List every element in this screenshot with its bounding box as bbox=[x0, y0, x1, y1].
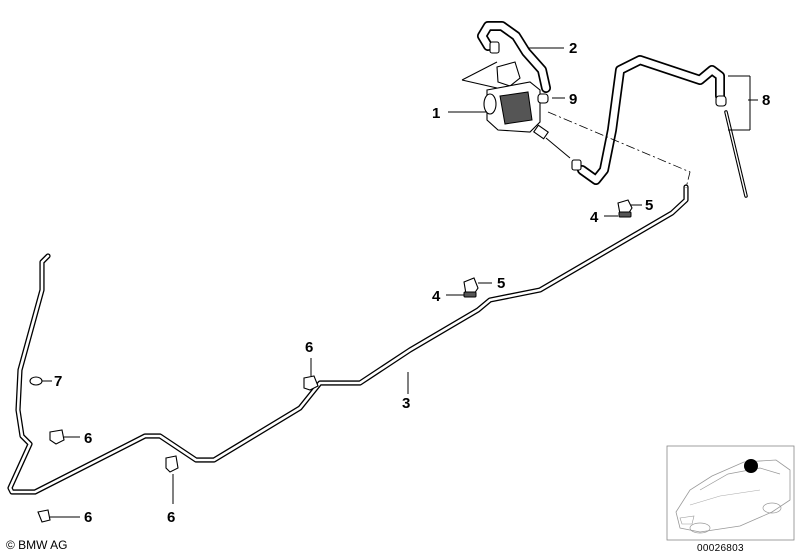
guide-lines bbox=[547, 111, 691, 189]
callout-8: 8 bbox=[762, 92, 770, 109]
part-number-text: 00026803 bbox=[697, 543, 744, 554]
copyright-text: © BMW AG bbox=[6, 538, 68, 552]
clip-4-5-lower bbox=[463, 277, 479, 298]
car-thumbnail bbox=[666, 445, 795, 541]
main-pipe bbox=[7, 184, 689, 495]
callout-4-lower: 4 bbox=[432, 288, 441, 305]
clip-6-bottom-left bbox=[37, 509, 51, 523]
hose-2 bbox=[477, 21, 551, 93]
callout-4-upper: 4 bbox=[590, 209, 599, 226]
callout-6-center: 6 bbox=[305, 339, 313, 356]
grommet-7 bbox=[29, 376, 43, 386]
clip-6-bottom bbox=[165, 455, 179, 473]
clip-6-left bbox=[49, 429, 65, 445]
callout-5-upper: 5 bbox=[645, 197, 653, 214]
leader-lines bbox=[42, 47, 758, 518]
callout-6-bottom-left: 6 bbox=[84, 509, 92, 526]
callout-5-lower: 5 bbox=[497, 275, 505, 292]
clip-6-center bbox=[303, 375, 319, 391]
rod-8 bbox=[724, 110, 748, 198]
pump-assembly bbox=[483, 61, 571, 159]
callout-1: 1 bbox=[432, 105, 440, 122]
clip-4-5-upper bbox=[617, 199, 633, 218]
callout-9: 9 bbox=[569, 91, 577, 108]
connector-pieces bbox=[489, 41, 727, 171]
hose-right bbox=[577, 55, 725, 185]
callout-3: 3 bbox=[402, 395, 410, 412]
callout-7: 7 bbox=[54, 373, 62, 390]
callout-6-bottom: 6 bbox=[167, 509, 175, 526]
callout-6-left: 6 bbox=[84, 430, 92, 447]
location-marker bbox=[744, 459, 758, 473]
callout-2: 2 bbox=[569, 40, 577, 57]
